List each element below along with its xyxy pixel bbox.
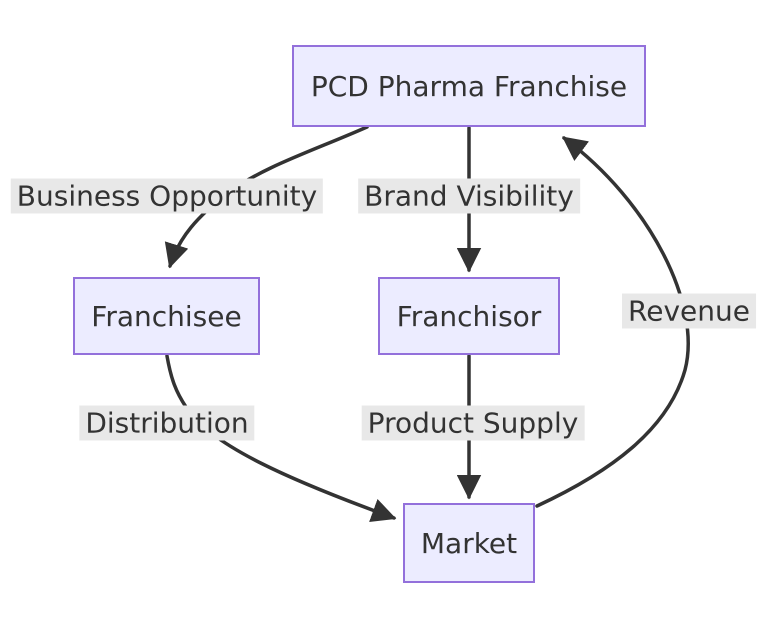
edge-label-brand-visibility: Brand Visibility xyxy=(358,178,580,214)
node-franchisor: Franchisor xyxy=(378,277,560,355)
edge-label-business-opportunity: Business Opportunity xyxy=(10,178,324,214)
edge-label-revenue: Revenue xyxy=(622,293,756,329)
node-market: Market xyxy=(403,503,535,583)
node-market-label: Market xyxy=(420,526,518,560)
node-pcd-pharma-franchise: PCD Pharma Franchise xyxy=(292,45,646,127)
edge-label-product-supply: Product Supply xyxy=(361,405,585,441)
node-franchisor-label: Franchisor xyxy=(396,299,542,333)
edge-label-distribution: Distribution xyxy=(79,405,255,441)
node-franchisee-label: Franchisee xyxy=(91,299,242,333)
node-pcd-pharma-franchise-label: PCD Pharma Franchise xyxy=(310,69,628,103)
edge-revenue xyxy=(535,136,690,508)
node-franchisee: Franchisee xyxy=(73,277,260,355)
